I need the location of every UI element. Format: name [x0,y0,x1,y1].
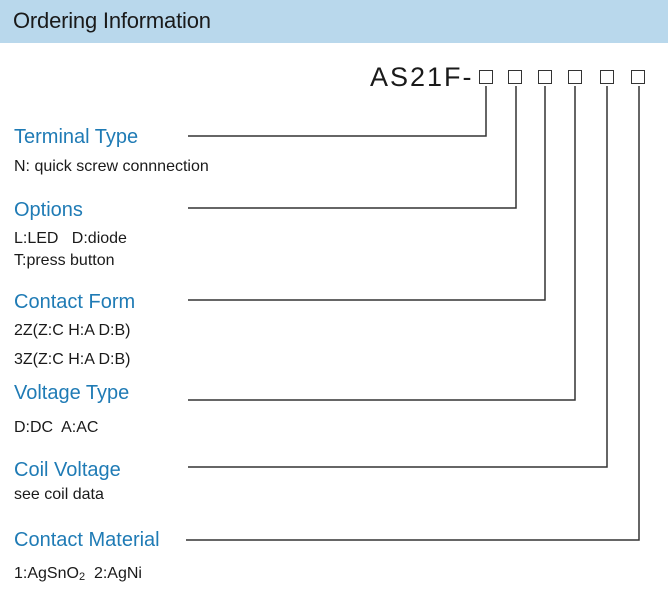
material-1-subscript: 2 [78,571,86,583]
section-header-bar: Ordering Information [0,0,668,43]
code-slot-3 [538,70,552,84]
heading-contact-material: Contact Material [14,529,160,551]
connector-terminal-type [188,86,487,137]
desc-contact-form-2: 3Z(Z:C H:A D:B) [14,351,131,368]
desc-terminal-type: N: quick screw connnection [14,158,209,175]
desc-contact-material: 1:AgSnO2 2:AgNi [14,565,142,583]
connector-contact-form [188,86,546,301]
section-title: Ordering Information [13,8,211,33]
code-slot-2 [508,70,522,84]
heading-terminal-type: Terminal Type [14,126,139,148]
code-slot-1 [479,70,493,84]
heading-voltage-type: Voltage Type [14,382,130,404]
model-code-prefix: AS21F- [370,62,474,92]
connector-contact-material [186,86,640,541]
connector-options [188,86,517,209]
code-slot-5 [600,70,614,84]
desc-options-2: T:press button [14,252,115,269]
heading-options: Options [14,199,83,221]
material-1: 1:AgSnO [14,565,79,582]
code-slot-6 [631,70,645,84]
desc-voltage-type: D:DC A:AC [14,419,99,436]
heading-contact-form: Contact Form [14,291,136,313]
desc-options-1: L:LED D:diode [14,230,127,247]
heading-coil-voltage: Coil Voltage [14,459,121,481]
material-2: 2:AgNi [93,565,142,582]
code-slot-4 [568,70,582,84]
desc-coil-voltage: see coil data [14,486,104,503]
connector-coil-voltage [188,86,608,468]
desc-contact-form-1: 2Z(Z:C H:A D:B) [14,322,131,339]
connector-voltage-type [188,86,576,401]
